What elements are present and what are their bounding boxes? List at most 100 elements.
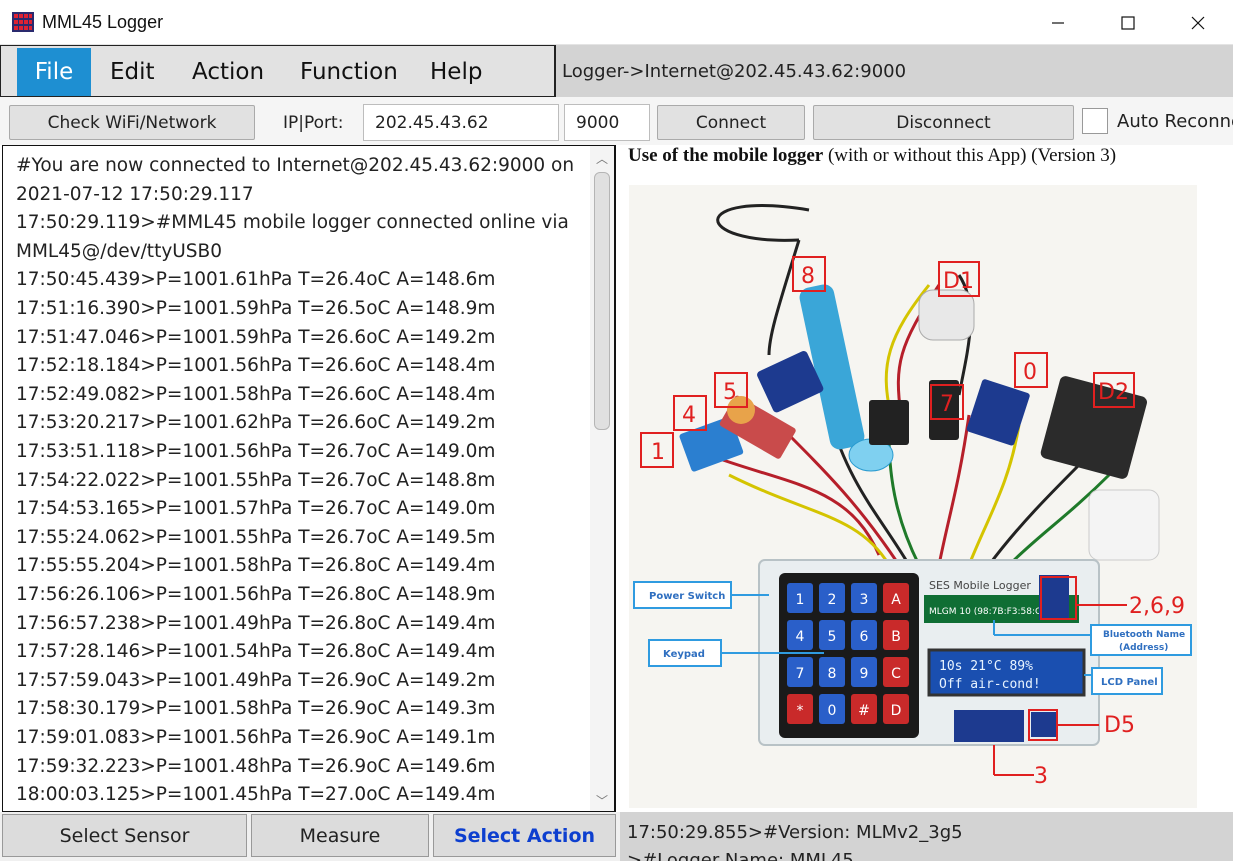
status-output: 17:50:29.855>#Version: MLMv2_3g5 >#Logge… [620,812,1233,861]
label-0: 0 [1023,360,1037,385]
log-line: 17:57:28.146>P=1001.54hPa T=26.8oC A=149… [16,641,496,663]
label-3: 3 [1034,764,1048,789]
close-icon [1191,16,1205,29]
label-7: 7 [940,392,954,417]
measure-button[interactable]: Measure [251,814,429,857]
keypad-key [851,694,877,724]
keypad-key-label: D [891,703,902,719]
window-title: MML45 Logger [42,12,164,32]
keypad-key [883,694,909,724]
label-d2: D2 [1098,380,1129,405]
keypad-key-label: 3 [860,592,869,608]
device-mac-text: MLGM 10 (98:7B:F3:58:C2:47) [929,607,1065,617]
keypad-key-label: B [891,629,901,645]
close-button[interactable] [1163,0,1233,45]
log-line: MML45@/dev/ttyUSB0 [16,240,223,262]
scroll-down-icon[interactable]: ﹀ [595,793,608,808]
keypad-key-label: 4 [796,629,805,645]
log-line: #You are now connected to Internet@202.4… [16,155,575,176]
keypad-key [851,657,877,687]
callout-bt-address: (Address) [1119,643,1168,653]
keypad-key [883,620,909,650]
menu-file-label: File [34,59,74,85]
log-line: 17:59:01.083>P=1001.56hPa T=26.9oC A=149… [16,727,496,748]
doc-title: Use of the mobile logger (with or withou… [628,145,1116,167]
check-wifi-button[interactable]: Check WiFi/Network [9,105,255,140]
ip-address-field[interactable]: 202.45.43.62 [363,104,559,141]
select-action-button[interactable]: Select Action [433,814,616,857]
callout-keypad: Keypad [663,649,705,660]
keypad-key-label: 5 [828,629,837,645]
ip-port-label: IP|Port: [283,113,344,133]
log-line: 17:59:32.223>P=1001.48hPa T=26.9oC A=149… [16,755,496,777]
lcd-line-1: 10s 21°C 89% [939,659,1033,674]
port-field[interactable]: 9000 [564,104,650,141]
menu-file[interactable]: File [17,48,91,96]
doc-title-rest: (with or without this App) (Version 3) [823,145,1117,166]
keypad-key [883,583,909,613]
auto-reconnect-label: Auto Reconne [1117,111,1233,132]
keypad-key [819,694,845,724]
menu-help[interactable]: Help [430,48,482,96]
menu-action[interactable]: Action [192,48,264,96]
log-line: 17:54:22.022>P=1001.55hPa T=26.7oC A=148… [16,469,496,491]
keypad-key-label: 9 [860,666,869,682]
log-line: 17:52:49.082>P=1001.58hPa T=26.6oC A=148… [16,383,496,405]
keypad-key [851,620,877,650]
keypad-key [851,583,877,613]
maximize-button[interactable] [1093,0,1163,45]
log-line: 2021-07-12 17:50:29.117 [16,183,254,205]
log-line: 17:55:55.204>P=1001.58hPa T=26.8oC A=149… [16,555,496,577]
title-bar: MML45 Logger [0,0,1233,45]
label-1: 1 [651,440,665,465]
doc-title-bold: Use of the mobile logger [628,145,824,166]
scroll-up-icon[interactable]: ︿ [595,151,608,166]
log-line: 17:51:47.046>P=1001.59hPa T=26.6oC A=149… [16,326,496,348]
label-8: 8 [801,264,815,289]
menu-edit[interactable]: Edit [110,48,155,96]
keypad-key-label: 7 [796,666,805,682]
keypad-key-label: 0 [828,703,837,719]
log-line: 17:56:57.238>P=1001.49hPa T=26.8oC A=149… [16,612,496,634]
device-brand-text: SES Mobile Logger [929,579,1031,592]
log-line: 17:54:53.165>P=1001.57hPa T=26.7oC A=149… [16,498,496,520]
label-5: 5 [723,380,737,405]
log-line: 17:53:20.217>P=1001.62hPa T=26.6oC A=149… [16,412,496,434]
keypad-key [819,657,845,687]
select-sensor-button[interactable]: Select Sensor [2,814,247,857]
minimize-icon [1052,21,1064,24]
connection-status: Logger->Internet@202.45.43.62:9000 [556,45,1233,97]
disconnect-button[interactable]: Disconnect [813,105,1074,140]
log-line: 17:55:24.062>P=1001.55hPa T=26.7oC A=149… [16,526,496,548]
keypad-key-label: 2 [828,592,837,608]
maximize-icon [1121,15,1135,30]
callout-bt-name: Bluetooth Name [1103,630,1185,640]
minimize-button[interactable] [1023,0,1093,45]
log-line: 17:51:16.390>P=1001.59hPa T=26.5oC A=148… [16,298,496,319]
log-line: 17:57:59.043>P=1001.49hPa T=26.9oC A=149… [16,669,496,691]
log-line: 17:50:45.439>P=1001.61hPa T=26.4oC A=148… [16,269,496,291]
menu-function-label: Function [300,59,398,85]
keypad-key [787,694,813,724]
label-2-6-9: 2,6,9 [1129,594,1185,619]
keypad-key-label: 1 [796,592,805,608]
label-4: 4 [682,403,696,428]
keypad-key [787,657,813,687]
auto-reconnect-checkbox[interactable] [1082,108,1108,134]
log-line: 17:56:26.106>P=1001.56hPa T=26.8oC A=148… [16,584,496,605]
menu-help-label: Help [430,59,483,85]
menu-action-label: Action [192,59,265,85]
status-line-2: >#Logger Name: MML45 [627,850,854,861]
keypad-key-label: A [891,592,901,608]
log-scrollbar-thumb[interactable] [594,172,610,430]
log-output[interactable]: #You are now connected to Internet@202.4… [2,145,616,812]
label-d5: D5 [1104,713,1135,738]
keypad-key [787,620,813,650]
menu-function[interactable]: Function [300,48,398,96]
connection-toolbar: Check WiFi/Network IP|Port: 202.45.43.62… [0,97,1233,145]
keypad-key-label: C [891,666,901,682]
connect-button[interactable]: Connect [657,105,805,140]
label-d1: D1 [943,269,974,294]
callout-power-switch: Power Switch [649,591,725,602]
